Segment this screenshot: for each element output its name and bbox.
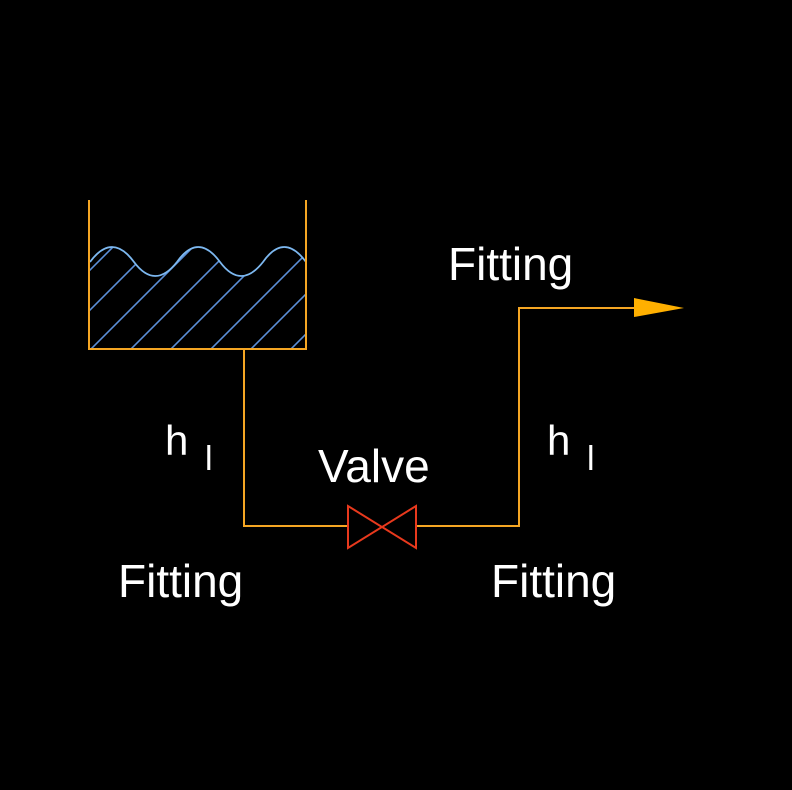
label-fitting-bottom-left: Fitting: [118, 555, 243, 607]
pipe-left-section: [243, 349, 348, 527]
svg-text:l: l: [205, 440, 213, 478]
tank-walls: [88, 200, 307, 350]
svg-text:h: h: [165, 417, 188, 464]
water-hatch: [90, 247, 306, 349]
svg-text:h: h: [547, 417, 570, 464]
label-valve: Valve: [318, 440, 430, 492]
label-fitting-bottom-right: Fitting: [491, 555, 616, 607]
head-loss-left: h l: [165, 417, 213, 478]
tank: [88, 200, 307, 350]
head-loss-right: h l: [547, 417, 595, 478]
flow-arrow-icon: [634, 298, 684, 317]
svg-text:l: l: [587, 440, 595, 478]
pipe-right-section: [416, 307, 640, 527]
label-fitting-top: Fitting: [448, 238, 573, 290]
valve-icon: [347, 504, 417, 550]
water-surface: [89, 246, 307, 277]
